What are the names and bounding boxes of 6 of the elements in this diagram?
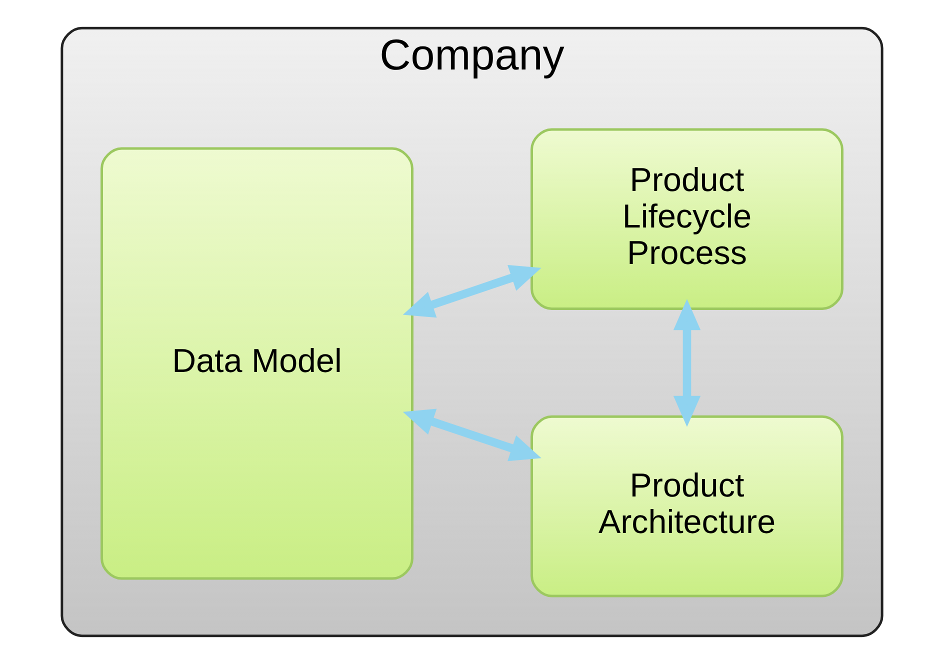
node-box: Data Model (100, 147, 413, 580)
node-box: Product Lifecycle Process (530, 128, 843, 310)
arrow (672, 299, 700, 427)
arrow (402, 408, 541, 462)
node-box: Product Architecture (530, 415, 843, 598)
arrow (402, 264, 541, 318)
